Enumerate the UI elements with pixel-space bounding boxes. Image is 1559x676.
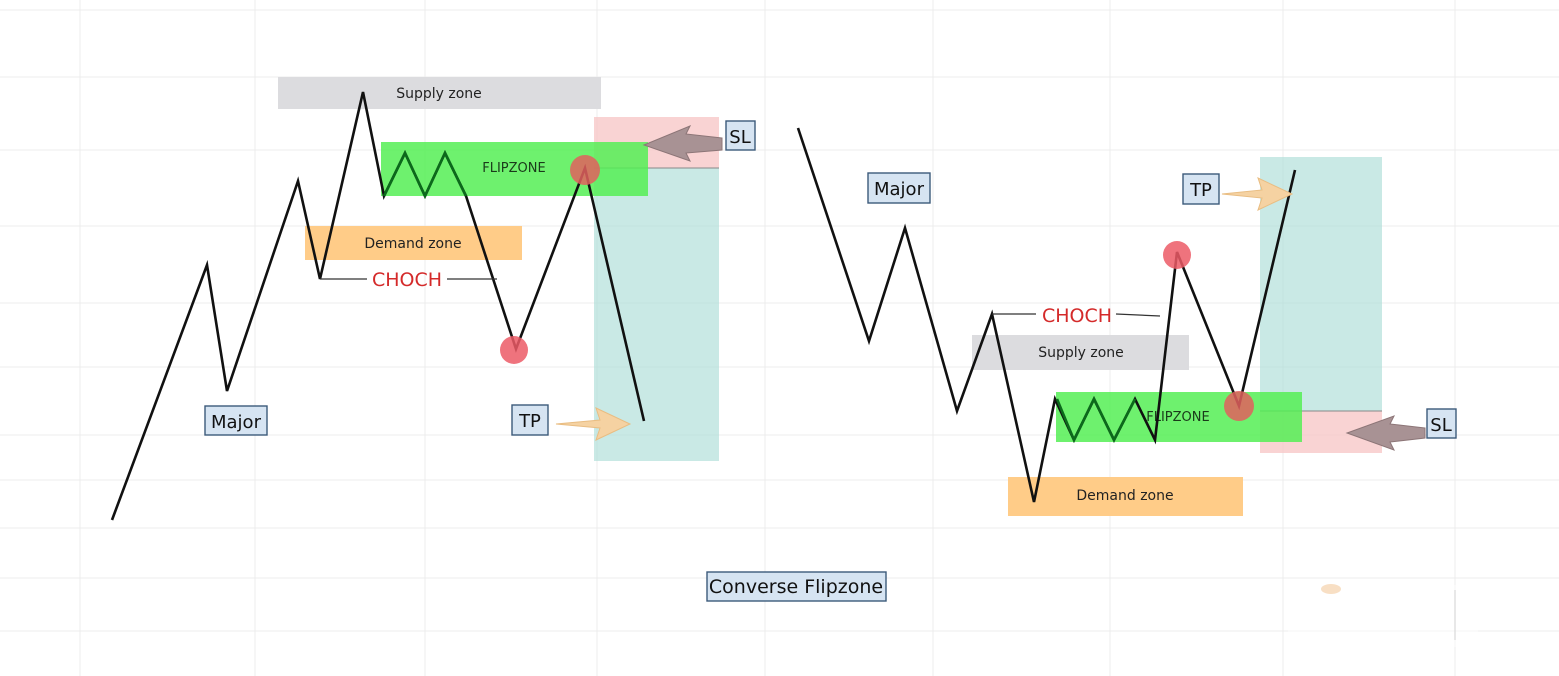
left-entry-dot (500, 336, 528, 364)
left-flip-entry-dot (570, 155, 600, 185)
page-title: Converse Flipzone (709, 576, 883, 598)
right-sl-label: SL (1430, 415, 1451, 436)
right-sl-box (1426, 408, 1457, 439)
left-major-label: Major (211, 412, 262, 433)
right-flipzone (1056, 392, 1302, 442)
left-flipzone-path (382, 149, 468, 200)
watermark-logo (1288, 584, 1478, 647)
right-choch-line-b (1115, 313, 1161, 317)
right-tp-label: TP (1189, 180, 1212, 201)
left-demand-label: Demand zone (364, 236, 461, 252)
right-major-label: Major (874, 179, 925, 200)
left-tp-box (511, 404, 549, 436)
left-tp-label: TP (518, 411, 541, 432)
right-tp-arrow-icon (1221, 177, 1294, 211)
right-flip-entry-dot (1224, 391, 1254, 421)
left-tp-arrow-icon (555, 407, 632, 441)
right-supply-zone (972, 335, 1189, 370)
left-sl-label: SL (729, 127, 750, 148)
right-major-box (867, 172, 931, 204)
left-sl-arrow-icon (642, 125, 723, 162)
left-supply-zone (278, 77, 601, 109)
right-flipzone-label: FLIPZONE (1146, 410, 1209, 425)
right-tp-box (1182, 173, 1220, 205)
right-sl-arrow-icon (1345, 415, 1426, 451)
left-setup: Supply zone Demand zone FLIPZONE CHOCH M… (110, 77, 756, 521)
title-box (706, 571, 887, 602)
right-choch-label: CHOCH (1042, 305, 1112, 327)
right-flipzone-path (1055, 396, 1137, 444)
left-take-profit-zone (594, 168, 719, 461)
left-major-box (204, 405, 268, 436)
left-flipzone-label: FLIPZONE (482, 161, 545, 176)
right-setup: Supply zone Demand zone FLIPZONE CHOCH M… (796, 127, 1457, 516)
left-flipzone (381, 142, 648, 196)
left-supply-label: Supply zone (396, 86, 482, 102)
left-choch-label: CHOCH (372, 269, 442, 291)
right-supply-label: Supply zone (1038, 345, 1124, 361)
right-demand-zone (1008, 477, 1243, 516)
right-demand-label: Demand zone (1076, 488, 1173, 504)
right-entry-dot (1163, 241, 1191, 269)
left-sl-box (725, 120, 756, 151)
